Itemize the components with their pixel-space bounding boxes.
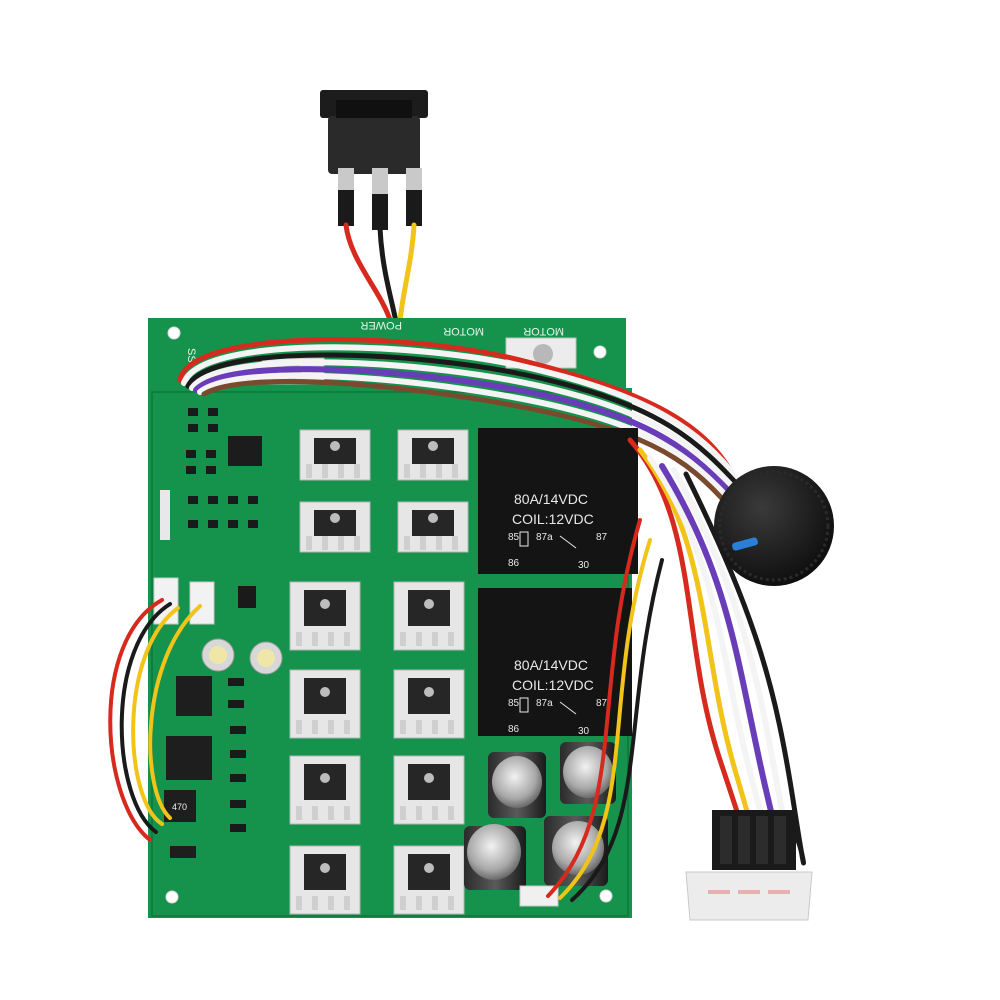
mosfet-heatsink xyxy=(397,429,469,481)
capacitors xyxy=(464,742,616,890)
mosfet-array xyxy=(289,429,469,915)
mosfet-heatsink xyxy=(393,845,465,915)
rocker-switch xyxy=(320,90,428,230)
mosfet-heatsink xyxy=(289,755,361,825)
relay-2-pin-85: 85 xyxy=(508,698,520,709)
mosfet-heatsink xyxy=(397,501,469,553)
relay-1-coil: COIL:12VDC xyxy=(512,511,594,527)
relay-1-pin-30: 30 xyxy=(578,560,590,571)
mosfet-heatsink xyxy=(393,581,465,651)
smd-components-left: 470 xyxy=(153,408,283,858)
relay-2-pin-87a: 87a xyxy=(536,698,553,709)
potentiometer-knob xyxy=(714,466,834,586)
silkscreen-labels: POWER MOTOR MOTOR SS xyxy=(185,319,564,363)
relay-2-pin-87: 87 xyxy=(596,698,608,709)
mosfet-heatsink xyxy=(289,845,361,915)
relay-1-rating: 80A/14VDC xyxy=(514,491,588,507)
inductor-label: 470 xyxy=(172,802,187,812)
mosfet-heatsink xyxy=(289,581,361,651)
motor-label-2: MOTOR xyxy=(523,325,564,337)
display-connector xyxy=(685,810,813,921)
corner-label: SS xyxy=(185,348,197,363)
bottom-connector xyxy=(519,885,559,907)
mosfet-heatsink xyxy=(299,501,371,553)
relay-2-pin-86: 86 xyxy=(508,724,520,735)
power-label: POWER xyxy=(360,319,402,331)
mosfet-heatsink xyxy=(289,669,361,739)
motor-label-1: MOTOR xyxy=(443,325,484,337)
relay-1-pin-87a: 87a xyxy=(536,532,553,543)
mosfet-heatsink xyxy=(393,669,465,739)
left-wire-loop xyxy=(108,598,202,842)
relay-1: 80A/14VDC COIL:12VDC 85 87a 87 86 30 xyxy=(478,428,638,574)
relay-1-pin-85: 85 xyxy=(508,532,520,543)
switch-wires xyxy=(343,222,417,325)
relay-1-pin-86: 86 xyxy=(508,558,520,569)
mosfet-heatsink xyxy=(393,755,465,825)
mosfet-heatsink xyxy=(299,429,371,481)
knob-indicator xyxy=(732,537,758,551)
relay-2-pin-30: 30 xyxy=(578,726,590,737)
relay-2-rating: 80A/14VDC xyxy=(514,657,588,673)
relay-1-pin-87: 87 xyxy=(596,532,608,543)
relay-2-coil: COIL:12VDC xyxy=(512,677,594,693)
top-wire-harness xyxy=(177,337,767,551)
